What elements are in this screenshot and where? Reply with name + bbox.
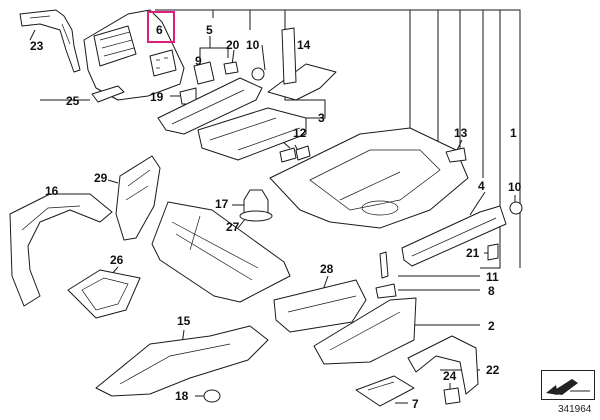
callout-21[interactable]: 21 (466, 246, 480, 260)
part-14-shape (267, 27, 337, 101)
callout-22[interactable]: 22 (486, 363, 500, 377)
callout-10-top[interactable]: 10 (246, 38, 260, 52)
part-15-shape (95, 325, 269, 397)
callout-29[interactable]: 29 (94, 171, 108, 185)
callout-20[interactable]: 20 (226, 38, 240, 52)
callout-14[interactable]: 14 (297, 38, 311, 52)
selected-part-highlight (147, 11, 175, 43)
part-17-27-shapes (239, 189, 273, 222)
part-7-shape (355, 375, 415, 407)
callout-6[interactable]: 6 (156, 23, 163, 37)
callout-5[interactable]: 5 (206, 23, 213, 37)
part-8-11-shapes (375, 251, 397, 299)
part-13-shape (445, 147, 467, 163)
callout-27[interactable]: 27 (226, 220, 240, 234)
catalog-number: 341964 (558, 404, 592, 415)
part-28-shape (273, 279, 367, 333)
callout-11[interactable]: 11 (486, 270, 499, 284)
arrow-icon (546, 379, 590, 395)
callout-24[interactable]: 24 (443, 369, 457, 383)
part-21-shape (487, 243, 499, 261)
part-22-shape (407, 335, 479, 395)
callout-23[interactable]: 23 (30, 39, 44, 53)
callout-17[interactable]: 17 (215, 197, 229, 211)
part-10-grommet-right (509, 201, 523, 215)
part-26-shape (67, 269, 141, 319)
callout-12[interactable]: 12 (293, 126, 307, 140)
callout-28[interactable]: 28 (320, 262, 334, 276)
callout-16[interactable]: 16 (45, 184, 59, 198)
callout-10-right[interactable]: 10 (508, 180, 522, 194)
part-24-shape (443, 387, 461, 405)
part-4-shape (401, 205, 507, 267)
part-9-20-shapes (179, 61, 239, 105)
callout-4[interactable]: 4 (478, 179, 485, 193)
part-23-shape (19, 9, 81, 73)
callout-13[interactable]: 13 (454, 126, 468, 140)
callout-9[interactable]: 9 (195, 54, 202, 68)
callout-8[interactable]: 8 (488, 284, 495, 298)
part-6-shape (83, 9, 185, 101)
callout-19[interactable]: 19 (150, 90, 164, 104)
part-25-shape (91, 85, 125, 103)
floor-section-shape (151, 201, 291, 303)
part-16-shape (9, 193, 113, 307)
callout-7[interactable]: 7 (412, 397, 419, 411)
callout-25[interactable]: 25 (66, 94, 80, 108)
callout-3[interactable]: 3 (318, 111, 325, 125)
callout-26[interactable]: 26 (110, 253, 124, 267)
part-2-shape (313, 297, 417, 365)
part-29-shape (115, 155, 161, 241)
part-1-floor-pan (269, 127, 469, 229)
tray-shape (197, 107, 307, 161)
part-12-shapes (279, 145, 311, 163)
callout-18[interactable]: 18 (175, 389, 189, 403)
view-navigation-icon[interactable] (541, 370, 595, 400)
part-10-grommet-top (251, 67, 265, 81)
callout-1[interactable]: 1 (510, 126, 517, 140)
callout-2[interactable]: 2 (488, 319, 495, 333)
part-3-shape (157, 77, 263, 135)
callout-15[interactable]: 15 (177, 314, 191, 328)
part-18-shape (203, 389, 221, 403)
